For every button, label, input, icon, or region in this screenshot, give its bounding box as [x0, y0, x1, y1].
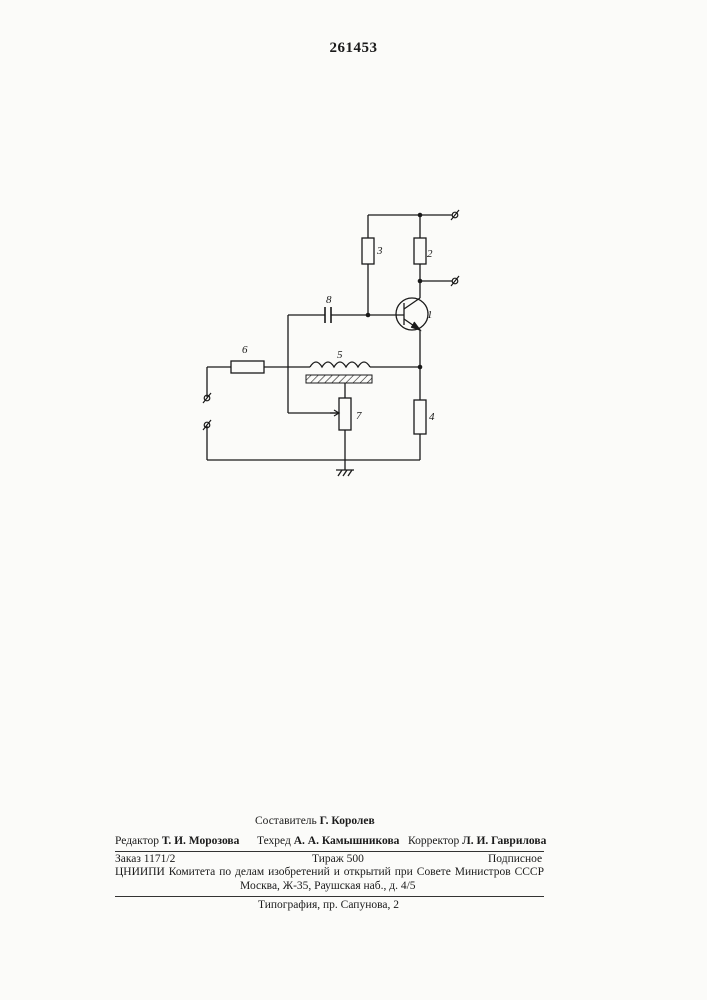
- order-number: Заказ 1171/2: [115, 853, 175, 865]
- corrector-line: Корректор Л. И. Гаврилова: [408, 835, 546, 847]
- editor-line: Редактор Т. И. Морозова: [115, 835, 239, 847]
- label-2: 2: [427, 248, 433, 260]
- editor-name: Т. И. Морозова: [162, 835, 240, 847]
- resistor-2: [414, 238, 426, 264]
- techeditor-name: А. А. Камышникова: [294, 835, 400, 847]
- divider-bottom: [115, 896, 544, 897]
- techeditor-line: Техред А. А. Камышникова: [257, 835, 399, 847]
- resistor-3: [362, 238, 374, 264]
- magnetic-core: [306, 375, 372, 383]
- compiler-name: Г. Королев: [320, 815, 375, 827]
- inductor-5: [310, 362, 370, 367]
- label-1: 1: [427, 309, 433, 321]
- institute-line: ЦНИИПИ Комитета по делам изобретений и о…: [115, 866, 544, 878]
- printer-line: Типография, пр. Сапунова, 2: [258, 899, 399, 911]
- compiler-line: Составитель Г. Королев: [255, 815, 375, 827]
- corrector-name: Л. И. Гаврилова: [462, 835, 546, 847]
- circulation: Тираж 500: [312, 853, 364, 865]
- corrector-role: Корректор: [408, 835, 459, 847]
- label-3: 3: [376, 245, 383, 257]
- address-line: Москва, Ж-35, Раушская наб., д. 4/5: [240, 880, 416, 892]
- label-4: 4: [429, 411, 435, 423]
- label-5: 5: [337, 349, 343, 361]
- label-8: 8: [326, 294, 332, 306]
- compiler-role: Составитель: [255, 815, 317, 827]
- resistor-6: [231, 361, 264, 373]
- techeditor-role: Техред: [257, 835, 291, 847]
- resistor-4: [414, 400, 426, 434]
- divider-top: [115, 851, 544, 852]
- subscription: Подписное: [488, 853, 542, 865]
- label-7: 7: [356, 410, 362, 422]
- potentiometer-7: [339, 398, 351, 430]
- label-6: 6: [242, 344, 248, 356]
- editor-role: Редактор: [115, 835, 159, 847]
